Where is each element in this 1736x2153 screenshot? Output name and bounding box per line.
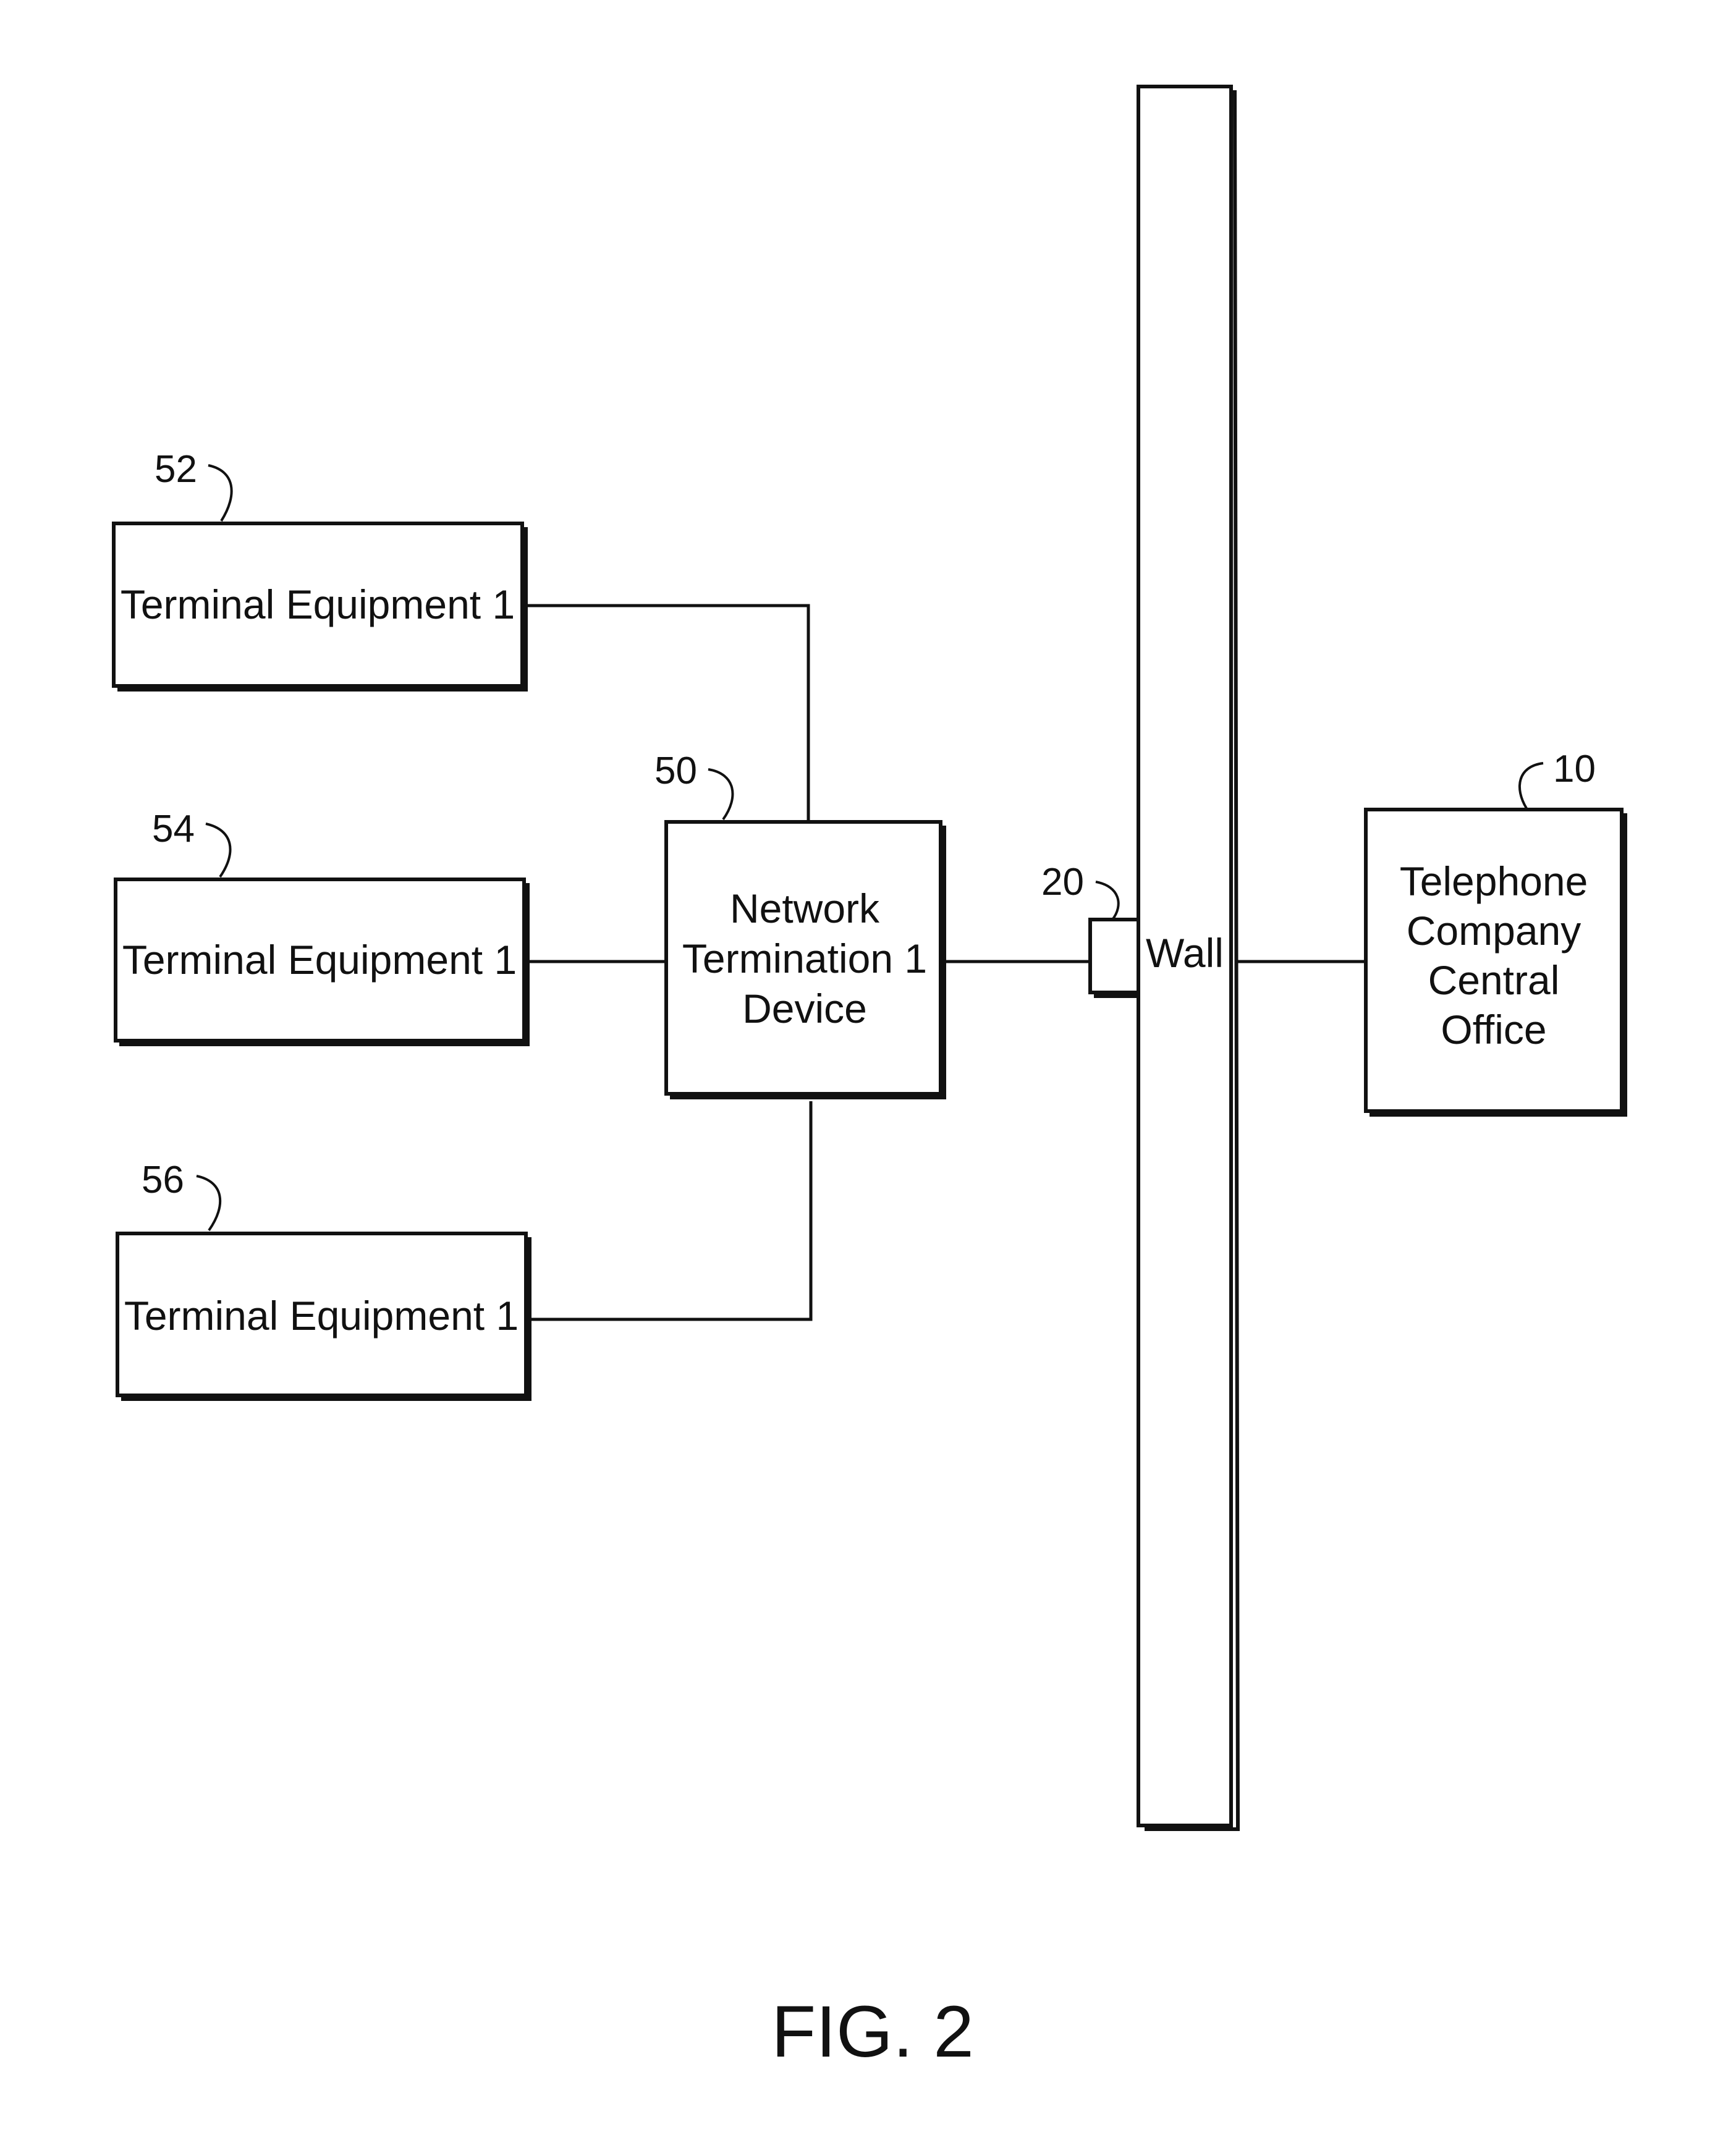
terminal-equipment-56-label: Terminal Equipment 1 (124, 1293, 519, 1339)
edge-te52-to-nt1 (526, 604, 810, 822)
leader-50 (708, 768, 734, 821)
ref-numeral-10: 10 (1553, 748, 1596, 790)
leader-52 (208, 464, 233, 522)
ref-numeral-50: 50 (654, 750, 697, 792)
central-office-label-line-4: Office (1441, 1007, 1546, 1052)
nt1-label-line-1: Network (730, 886, 880, 931)
figure-caption: FIG. 2 (771, 1991, 974, 2073)
nt1-label-line-2: Termination 1 (682, 936, 927, 981)
leader-56 (196, 1175, 222, 1232)
ref-numeral-56: 56 (142, 1159, 184, 1201)
network-termination-device-50: Network Termination 1 Device 50 (654, 750, 946, 1099)
terminal-equipment-54-label: Terminal Equipment 1 (122, 937, 517, 983)
central-office-label-line-2: Company (1407, 908, 1581, 954)
central-office-label-line-3: Central (1428, 957, 1560, 1003)
terminal-equipment-52: Terminal Equipment 1 52 (112, 448, 528, 692)
terminal-equipment-54: Terminal Equipment 1 54 (114, 808, 530, 1046)
wall: Wall (1137, 85, 1240, 1831)
edge-te56-to-nt1 (530, 1101, 813, 1321)
ref-numeral-54: 54 (152, 808, 195, 850)
wall-label: Wall (1146, 930, 1224, 976)
ref-numeral-20: 20 (1041, 861, 1084, 903)
central-office-label-line-1: Telephone (1400, 858, 1588, 904)
ref-numeral-52: 52 (155, 448, 197, 491)
connections (526, 604, 1366, 1321)
leader-20 (1095, 881, 1120, 921)
nt1-label-line-3: Device (742, 986, 867, 1031)
wall-jack-20: 20 (1041, 861, 1140, 998)
terminal-equipment-56: Terminal Equipment 1 56 (116, 1159, 531, 1401)
leader-10 (1518, 762, 1544, 810)
leader-54 (205, 823, 232, 878)
central-office-10: Telephone Company Central Office 10 (1364, 748, 1627, 1117)
terminal-equipment-52-label: Terminal Equipment 1 (121, 582, 515, 627)
